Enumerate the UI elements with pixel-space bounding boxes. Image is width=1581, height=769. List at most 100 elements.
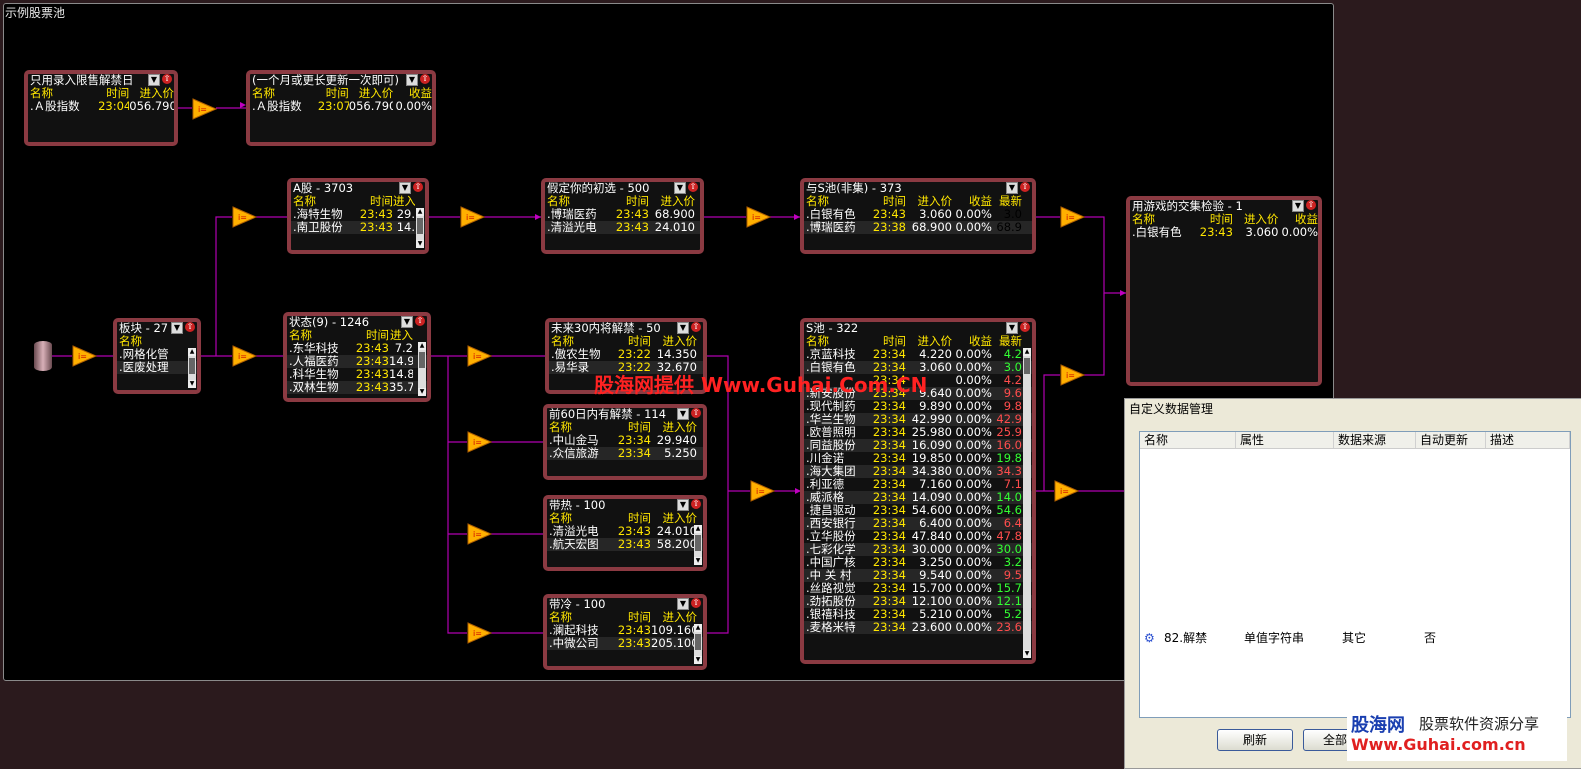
scroll-up-icon[interactable]: ▲ [416,208,424,216]
up-arrow-icon[interactable]: ⇧ [413,182,423,192]
node-title[interactable]: 状态(9) - 1246▼⇧ [287,316,427,329]
dropdown-icon[interactable]: ▼ [674,182,686,194]
dropdown-icon[interactable]: ▼ [677,408,689,420]
column-header[interactable]: 名称 [293,195,316,208]
up-arrow-icon[interactable]: ⇧ [688,182,698,192]
custom-data-list[interactable]: 名称属性数据来源自动更新描述 ⚙ 82.解禁 单值字符串 其它 否 [1139,431,1571,718]
up-arrow-icon[interactable]: ⇧ [420,74,430,84]
dropdown-icon[interactable]: ▼ [148,74,160,86]
scrollbar[interactable]: ▲▼ [416,208,424,248]
up-arrow-icon[interactable]: ⇧ [415,316,425,326]
column-header[interactable]: 收益 [969,335,992,348]
dropdown-icon[interactable]: ▼ [677,598,689,610]
scroll-thumb[interactable] [419,352,425,368]
scroll-thumb[interactable] [1024,358,1030,374]
column-header[interactable]: 名称 [806,195,829,208]
dropdown-icon[interactable]: ▼ [1006,182,1018,194]
column-header[interactable]: 时间 [628,512,651,525]
column-header[interactable]: 时间 [883,195,906,208]
column-header[interactable]: 进入价 [660,195,696,208]
column-header[interactable]: 进入价 [139,87,175,100]
column-header[interactable]: 名称 [30,87,53,100]
column-header[interactable]: 名称 [549,512,572,525]
node-title[interactable]: (一个月或更长更新一次即可)▼⇧ [250,74,432,87]
filter-amp-icon[interactable]: i= [232,345,258,367]
scroll-thumb[interactable] [695,634,701,650]
scroll-up-icon[interactable]: ▲ [418,342,426,350]
up-arrow-icon[interactable]: ⇧ [185,322,195,332]
column-header[interactable]: 名称 [119,335,142,348]
column-header[interactable]: 进入价 [358,87,394,100]
column-header[interactable]: 进入价 [662,611,698,624]
up-arrow-icon[interactable]: ⇧ [691,408,701,418]
up-arrow-icon[interactable]: ⇧ [1306,200,1316,210]
pool-node-sectors[interactable]: 板块 - 27▼⇧名称.网格化管.医废处理▲▼ [113,318,201,394]
column-header[interactable]: 时间 [628,611,651,624]
filter-amp-icon[interactable]: i= [467,523,493,545]
column-header[interactable]: 收益 [1295,213,1319,226]
up-arrow-icon[interactable]: ⇧ [691,499,701,509]
refresh-button[interactable]: 刷新 [1217,729,1293,751]
node-title[interactable]: 前60日内有解禁 - 114▼⇧ [547,408,703,421]
column-header[interactable]: 收益 [409,87,432,100]
filter-amp-icon[interactable]: i= [1060,206,1086,228]
dropdown-icon[interactable]: ▼ [1292,200,1304,212]
filter-amp-icon[interactable]: i= [460,206,486,228]
filter-amp-icon[interactable]: i= [750,480,776,502]
column-header[interactable]: 进入价 [662,512,698,525]
column-header[interactable]: 时间 [106,87,130,100]
node-title[interactable]: 带冷 - 100▼⇧ [547,598,703,611]
scroll-down-icon[interactable]: ▼ [694,656,702,664]
filter-amp-icon[interactable]: i= [467,622,493,644]
list-column-header[interactable]: 自动更新 [1416,432,1486,448]
scroll-up-icon[interactable]: ▲ [694,624,702,632]
column-header[interactable]: 名称 [549,421,572,434]
scroll-thumb[interactable] [695,535,701,551]
filter-amp-icon[interactable]: i= [72,345,98,367]
up-arrow-icon[interactable]: ⇧ [162,74,172,84]
scrollbar[interactable]: ▲▼ [188,348,196,388]
column-header[interactable]: 时间 [628,335,651,348]
scroll-up-icon[interactable]: ▲ [694,525,702,533]
filter-amp-icon[interactable]: i= [746,206,772,228]
filter-amp-icon[interactable]: i= [1060,364,1086,386]
scroll-down-icon[interactable]: ▼ [1023,650,1031,658]
dropdown-icon[interactable]: ▼ [677,322,689,334]
column-header[interactable]: 最新 [999,195,1022,208]
column-header[interactable]: 名称 [806,335,829,348]
scrollbar[interactable]: ▲▼ [418,342,426,396]
list-item[interactable]: ⚙ 82.解禁 单值字符串 其它 否 [1140,629,1550,647]
